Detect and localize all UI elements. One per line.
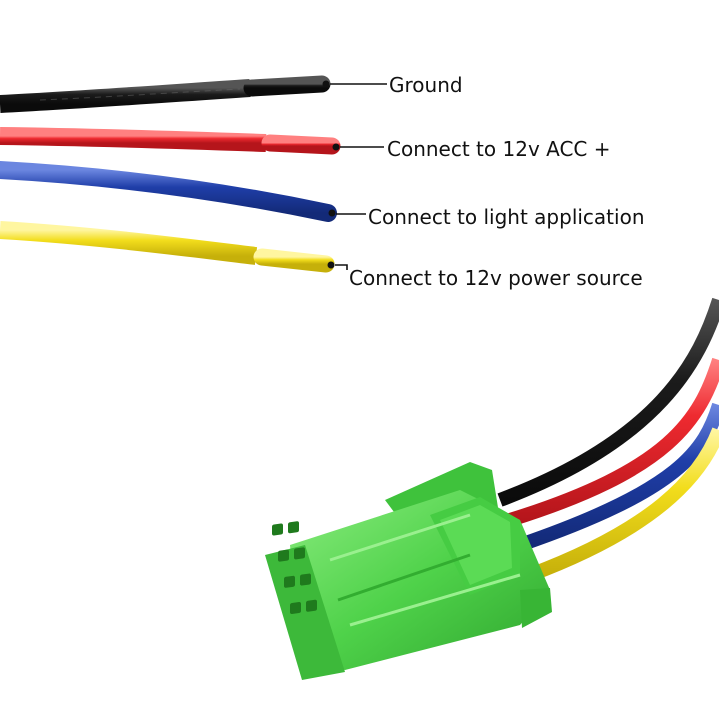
ground-pointer-dot [322, 80, 330, 88]
ground-label: Ground [389, 73, 463, 97]
light-wire [0, 161, 366, 222]
power-label: Connect to 12v power source [349, 266, 643, 290]
acc-pointer-dot [332, 143, 340, 151]
green-connector [265, 462, 552, 680]
power-pointer-line [335, 264, 348, 270]
acc-label: Connect to 12v ACC + [387, 137, 611, 161]
acc-wire [0, 127, 384, 155]
harness-wires [497, 297, 719, 582]
light-label: Connect to light application [368, 205, 645, 229]
connector-pin-holes [272, 521, 317, 614]
power-wire [0, 221, 348, 273]
power-pointer-dot [327, 261, 335, 269]
ground-wire [0, 75, 387, 113]
light-pointer-dot [328, 209, 336, 217]
